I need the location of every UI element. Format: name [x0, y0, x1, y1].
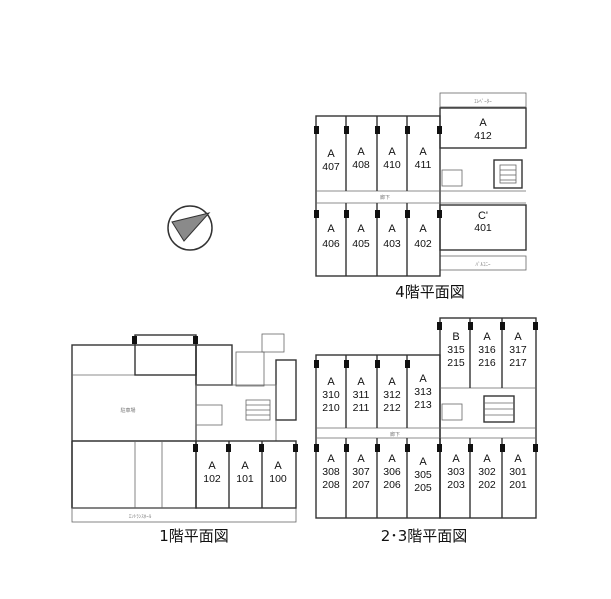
unit-number: 317 — [509, 344, 527, 356]
unit-type-label: A — [357, 223, 365, 235]
unit-number: 308 — [322, 466, 340, 478]
unit-number-lower: 201 — [509, 479, 527, 491]
floor4-caption: 4階平面図 — [395, 283, 465, 301]
svg-text:ｴﾝﾄﾗﾝｽﾎｰﾙ: ｴﾝﾄﾗﾝｽﾎｰﾙ — [129, 514, 152, 520]
unit-number: 101 — [236, 473, 254, 485]
unit-number: 310 — [322, 389, 340, 401]
unit-number: 402 — [414, 238, 432, 250]
unit-number: 401 — [474, 222, 492, 234]
unit-number: 307 — [352, 466, 370, 478]
unit-type-label: C' — [478, 210, 488, 222]
unit-type-label: A — [327, 453, 335, 465]
unit-number: 403 — [383, 238, 401, 250]
unit-number-lower: 210 — [322, 402, 340, 414]
unit-type-label: A — [357, 146, 365, 158]
unit-number: 313 — [414, 386, 432, 398]
unit-number: 410 — [383, 159, 401, 171]
unit-type-label: A — [327, 148, 335, 160]
unit-type-label: A — [241, 460, 249, 472]
unit-type-label: A — [388, 223, 396, 235]
unit-number-lower: 215 — [447, 357, 465, 369]
unit-type-label: A — [419, 223, 427, 235]
unit-type-label: A — [452, 453, 460, 465]
unit-number-lower: 207 — [352, 479, 370, 491]
floor23-caption: 2･3階平面図 — [381, 527, 468, 545]
unit-number: 303 — [447, 466, 465, 478]
unit-type-label: B — [452, 331, 459, 343]
unit-type-label: A — [479, 117, 487, 129]
unit-number-lower: 205 — [414, 482, 432, 494]
unit-number: 406 — [322, 238, 340, 250]
unit-number: 305 — [414, 469, 432, 481]
unit-type-label: A — [514, 331, 522, 343]
unit-number: 312 — [383, 389, 401, 401]
unit-type-label: A — [357, 453, 365, 465]
unit-type-label: A — [388, 376, 396, 388]
unit-number: 102 — [203, 473, 221, 485]
unit-number-lower: 206 — [383, 479, 401, 491]
unit-type-label: A — [274, 460, 282, 472]
unit-number-lower: 208 — [322, 479, 340, 491]
unit-number: 408 — [352, 159, 370, 171]
unit-number: 301 — [509, 466, 527, 478]
floor4-plan: ｴﾚﾍﾞｰﾀｰ ﾊﾞﾙｺﾆｰ 廊下 — [314, 92, 527, 301]
unit-type-label: A — [483, 453, 491, 465]
unit-number: 407 — [322, 161, 340, 173]
unit-number-lower: 211 — [353, 402, 370, 414]
unit-number: 315 — [447, 344, 465, 356]
unit-number: 316 — [478, 344, 496, 356]
unit-type-label: A — [419, 456, 427, 468]
unit-type-label: A — [419, 146, 427, 158]
unit-number-lower: 217 — [509, 357, 527, 369]
unit-number: 412 — [474, 130, 492, 142]
unit-number: 411 — [415, 159, 432, 171]
unit-type-label: A — [327, 376, 335, 388]
svg-text:駐車場: 駐車場 — [120, 407, 135, 414]
unit-number: 311 — [353, 389, 370, 401]
unit-type-label: A — [483, 331, 491, 343]
unit-type-label: A — [388, 453, 396, 465]
unit-number-lower: 203 — [447, 479, 465, 491]
floor1-plan: ｴﾝﾄﾗﾝｽﾎｰﾙ 駐車場 A 102 A 101 A 100 1階平面図 — [71, 333, 298, 545]
unit-type-label: A — [419, 373, 427, 385]
unit-number-lower: 213 — [414, 399, 432, 411]
unit-type-label: A — [327, 223, 335, 235]
north-arrow-icon — [167, 205, 213, 251]
unit-number-lower: 216 — [478, 357, 496, 369]
svg-text:ﾊﾞﾙｺﾆｰ: ﾊﾞﾙｺﾆｰ — [475, 261, 491, 268]
floor23-plan: 廊下 — [314, 317, 538, 545]
unit-number: 302 — [478, 466, 496, 478]
unit-type-label: A — [388, 146, 396, 158]
unit-type-label: A — [208, 460, 216, 472]
unit-number-lower: 202 — [478, 479, 496, 491]
svg-text:廊下: 廊下 — [380, 194, 390, 201]
floor1-caption: 1階平面図 — [159, 527, 229, 545]
unit-type-label: A — [514, 453, 522, 465]
unit-number: 405 — [352, 238, 370, 250]
svg-text:廊下: 廊下 — [390, 431, 400, 438]
unit-number-lower: 212 — [383, 402, 401, 414]
unit-number: 100 — [269, 473, 287, 485]
unit-number: 306 — [383, 466, 401, 478]
svg-text:ｴﾚﾍﾞｰﾀｰ: ｴﾚﾍﾞｰﾀｰ — [474, 98, 492, 105]
unit-type-label: A — [357, 376, 365, 388]
